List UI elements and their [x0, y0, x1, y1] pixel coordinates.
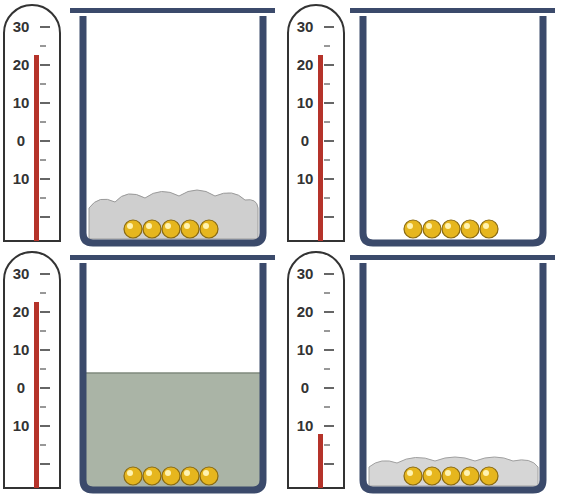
scale-number: 10	[9, 418, 33, 434]
scale-number: 10	[293, 171, 317, 187]
scale-number: 10	[293, 418, 317, 434]
scale-number: 30	[9, 19, 33, 35]
scale-number: 10	[9, 95, 33, 111]
scale-number: 10	[293, 342, 317, 358]
scale-number: 20	[9, 304, 33, 320]
scale-number: 30	[293, 19, 317, 35]
scale-number: 0	[293, 133, 317, 149]
beaker	[350, 255, 555, 490]
thermometer	[288, 252, 344, 488]
scale-number: 20	[293, 304, 317, 320]
scale-number: 10	[9, 342, 33, 358]
scale-number: 10	[293, 95, 317, 111]
scale-number: 20	[9, 57, 33, 73]
scale-number: 10	[9, 171, 33, 187]
scale-number: 0	[293, 380, 317, 396]
thermometer	[4, 5, 60, 241]
scale-number: 30	[9, 266, 33, 282]
scale-number: 30	[293, 266, 317, 282]
beaker	[70, 255, 275, 490]
beaker	[70, 8, 275, 243]
scale-number: 20	[293, 57, 317, 73]
beaker	[350, 8, 555, 243]
scale-number: 0	[9, 133, 33, 149]
thermometer	[288, 5, 344, 241]
thermometer	[4, 252, 60, 488]
scale-number: 0	[9, 380, 33, 396]
